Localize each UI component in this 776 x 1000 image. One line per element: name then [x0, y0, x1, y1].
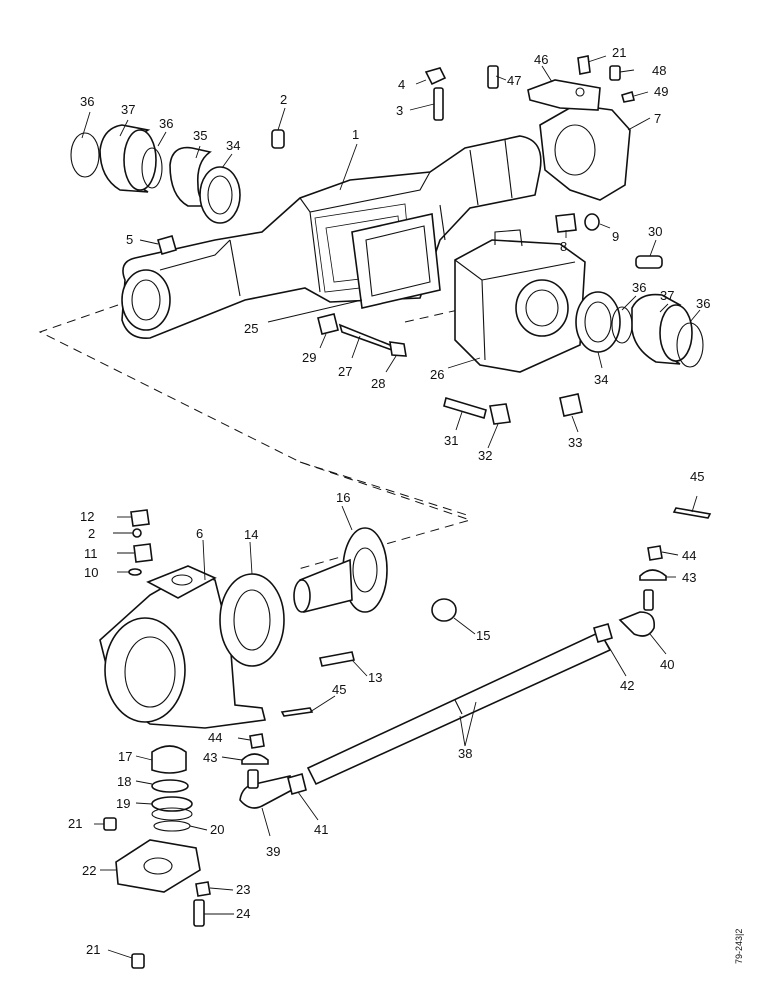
- callout-8: 8: [560, 239, 567, 254]
- callout-12: 12: [80, 509, 94, 524]
- callout-2: 2: [88, 526, 95, 541]
- kingpin-stack: [103, 745, 211, 969]
- callout-25: 25: [244, 321, 258, 336]
- drawing-reference: 79-243|2: [734, 929, 744, 964]
- callout-34: 34: [594, 372, 608, 387]
- callout-45: 45: [690, 469, 704, 484]
- drive-flange-shaft: [293, 527, 388, 613]
- callout-20: 20: [210, 822, 224, 837]
- callout-labels: 36 37 36 35 34 2 1 4 3 47 46 21 48 49 7 …: [68, 45, 710, 957]
- callout-26: 26: [430, 367, 444, 382]
- callout-29: 29: [302, 350, 316, 365]
- upper-swivel-hub: [527, 79, 631, 201]
- callout-5: 5: [126, 232, 133, 247]
- callout-30: 30: [648, 224, 662, 239]
- callout-7: 7: [654, 111, 661, 126]
- callout-28: 28: [371, 376, 385, 391]
- callout-49: 49: [654, 84, 668, 99]
- callout-44: 44: [682, 548, 696, 563]
- callout-16: 16: [336, 490, 350, 505]
- callout-37: 37: [121, 102, 135, 117]
- callout-21: 21: [612, 45, 626, 60]
- callout-44: 44: [208, 730, 222, 745]
- callout-43: 43: [682, 570, 696, 585]
- lower-small-fittings: [128, 507, 712, 795]
- callout-45: 45: [332, 682, 346, 697]
- callout-35: 35: [193, 128, 207, 143]
- callout-47: 47: [507, 73, 521, 88]
- callout-21: 21: [86, 942, 100, 957]
- callout-42: 42: [620, 678, 634, 693]
- callout-18: 18: [117, 774, 131, 789]
- callout-3: 3: [396, 103, 403, 118]
- callout-38: 38: [458, 746, 472, 761]
- callout-33: 33: [568, 435, 582, 450]
- callout-11: 11: [84, 546, 98, 561]
- axle-housing: [121, 135, 542, 339]
- callout-19: 19: [116, 796, 130, 811]
- callout-13: 13: [368, 670, 382, 685]
- housing-gasket: [351, 213, 441, 309]
- callout-34: 34: [226, 138, 240, 153]
- lower-swivel-housing: [99, 565, 266, 729]
- callout-36: 36: [159, 116, 173, 131]
- callout-32: 32: [478, 448, 492, 463]
- callout-9: 9: [612, 229, 619, 244]
- callout-36: 36: [80, 94, 94, 109]
- callout-15: 15: [476, 628, 490, 643]
- lower-spacer-stud: [319, 598, 457, 667]
- callout-40: 40: [660, 657, 674, 672]
- callout-21: 21: [68, 816, 82, 831]
- callout-17: 17: [118, 749, 132, 764]
- callout-14: 14: [244, 527, 258, 542]
- callout-31: 31: [444, 433, 458, 448]
- callout-2: 2: [280, 92, 287, 107]
- callout-48: 48: [652, 63, 666, 78]
- callout-10: 10: [84, 565, 98, 580]
- center-housing: [454, 229, 586, 373]
- lower-gasket: [219, 573, 285, 667]
- callout-37: 37: [660, 288, 674, 303]
- callout-39: 39: [266, 844, 280, 859]
- callout-46: 46: [534, 52, 548, 67]
- upper-left-bearings: [70, 124, 241, 224]
- upper-small-parts: [157, 55, 663, 425]
- callout-43: 43: [203, 750, 217, 765]
- callout-4: 4: [398, 77, 405, 92]
- callout-24: 24: [236, 906, 250, 921]
- callout-36: 36: [696, 296, 710, 311]
- callout-41: 41: [314, 822, 328, 837]
- leader-lines: [81, 55, 701, 959]
- upper-right-bearings: [575, 291, 704, 368]
- tie-rod-ends: [239, 589, 656, 809]
- callout-27: 27: [338, 364, 352, 379]
- callout-22: 22: [82, 863, 96, 878]
- callout-1: 1: [352, 127, 359, 142]
- tie-rod: [306, 630, 612, 786]
- callout-36: 36: [632, 280, 646, 295]
- callout-23: 23: [236, 882, 250, 897]
- assembly-centerlines: [38, 304, 472, 571]
- callout-6: 6: [196, 526, 203, 541]
